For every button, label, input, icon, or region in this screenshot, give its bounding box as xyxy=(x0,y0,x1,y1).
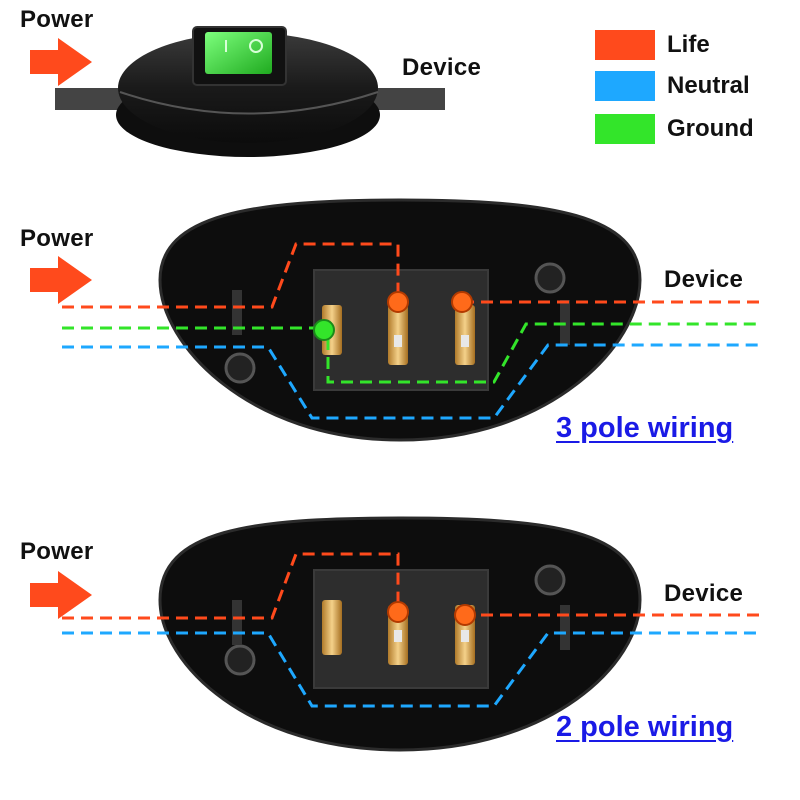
power-arrow-top xyxy=(30,38,92,86)
legend-swatch-neutral xyxy=(595,71,655,101)
legend-item-neutral: Neutral xyxy=(595,71,750,101)
device-label-2pole: Device xyxy=(664,580,744,607)
legend-item-ground: Ground xyxy=(595,114,754,144)
life-terminal-dot-3pole-b xyxy=(451,291,473,313)
caption-3-pole-wiring[interactable]: 3 pole wiring xyxy=(556,412,734,444)
caption-2-pole-wiring[interactable]: 2 pole wiring xyxy=(556,711,734,743)
three-pole-diagram xyxy=(30,198,760,442)
legend-swatch-life xyxy=(595,30,655,60)
life-terminal-dot-2pole-b xyxy=(454,604,476,626)
two-pole-diagram xyxy=(30,516,760,752)
rocker-on-symbol xyxy=(249,39,263,53)
power-label-top: Power xyxy=(20,6,94,33)
switch-housing xyxy=(118,33,378,143)
life-wire-2pole xyxy=(62,552,400,620)
legend-label-ground: Ground xyxy=(667,115,754,142)
legend-item-life: Life xyxy=(595,30,710,60)
life-wire-3pole xyxy=(62,242,400,309)
power-arrow-2pole xyxy=(30,571,92,619)
output-cable xyxy=(360,88,445,110)
life-terminal-dot-2pole-a xyxy=(387,601,409,623)
device-label-3pole: Device xyxy=(664,266,744,293)
power-label-3pole: Power xyxy=(20,225,94,252)
legend-label-life: Life xyxy=(667,31,710,58)
switch-photo xyxy=(30,26,445,157)
device-label-top: Device xyxy=(402,54,482,81)
power-arrow-3pole xyxy=(30,256,92,304)
input-cable xyxy=(55,88,130,110)
legend-swatch-ground xyxy=(595,114,655,144)
life-terminal-dot-3pole-a xyxy=(387,291,409,313)
legend-label-neutral: Neutral xyxy=(667,72,750,99)
power-label-2pole: Power xyxy=(20,538,94,565)
neutral-wire-3pole xyxy=(62,343,760,420)
rocker-button xyxy=(205,32,272,74)
neutral-wire-2pole xyxy=(62,631,760,708)
ground-terminal-dot-3pole xyxy=(313,319,335,341)
